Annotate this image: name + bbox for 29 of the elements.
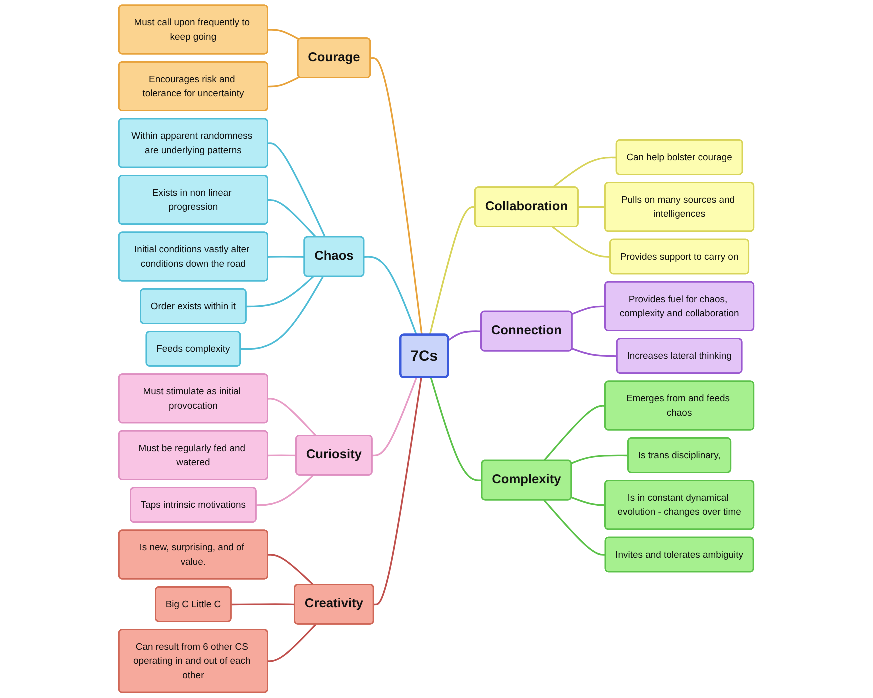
connector — [232, 604, 296, 606]
connector — [544, 405, 606, 462]
connector — [374, 378, 422, 606]
connector — [268, 256, 305, 258]
connector — [429, 206, 476, 336]
connector — [268, 29, 300, 40]
connector — [370, 58, 423, 336]
connector — [268, 76, 300, 88]
connector — [268, 624, 317, 662]
connector — [240, 276, 324, 350]
connector — [246, 276, 314, 308]
connector — [364, 256, 418, 336]
connector — [572, 306, 606, 316]
connector — [578, 206, 606, 208]
connector — [372, 377, 418, 457]
connector — [268, 142, 326, 238]
connector — [268, 454, 297, 457]
connector — [571, 454, 629, 464]
connector — [571, 496, 606, 506]
connector — [448, 330, 482, 342]
connector — [552, 226, 611, 258]
connector — [572, 348, 618, 358]
connector — [544, 500, 606, 556]
connector — [268, 199, 317, 238]
connector — [268, 554, 314, 586]
connector — [256, 474, 314, 506]
connector — [430, 377, 482, 482]
connector — [268, 398, 317, 437]
connector — [552, 156, 617, 188]
